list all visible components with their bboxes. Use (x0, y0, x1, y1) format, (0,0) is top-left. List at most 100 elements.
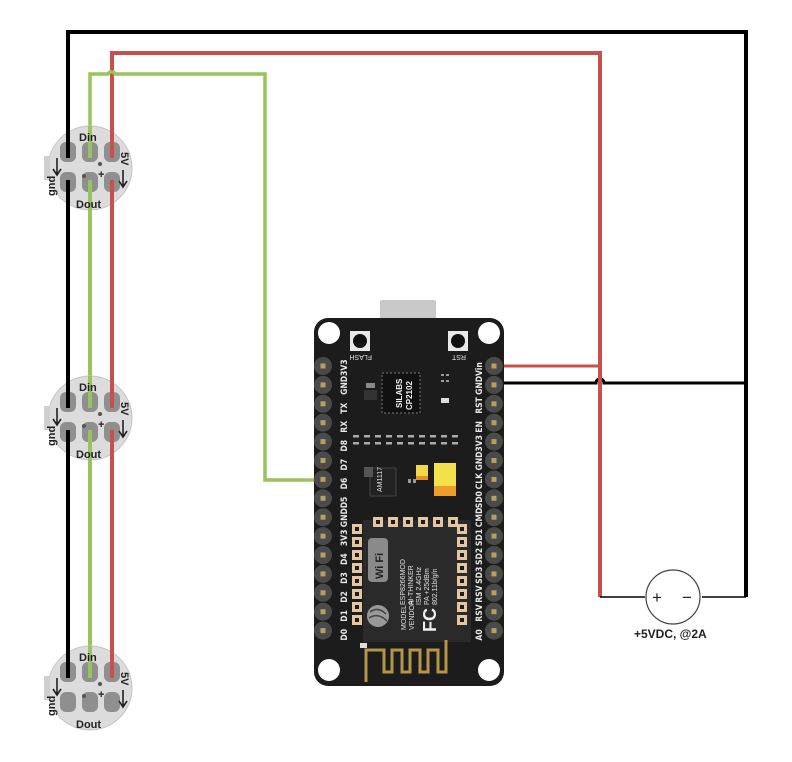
voltage-regulator (369, 467, 397, 497)
header-pin-left-d6[interactable]: D6 (314, 470, 350, 489)
pin-label: D7 (340, 459, 350, 471)
smd-pad (419, 442, 425, 445)
espressif-logo-swirl (368, 608, 388, 622)
gnd-label: gnd (46, 426, 58, 446)
module-pad (448, 517, 458, 527)
mounting-hole (318, 322, 340, 344)
header-pin-right-gnd[interactable]: GND (475, 451, 503, 471)
pin-label: D8 (340, 440, 350, 452)
header-pin-left-d5[interactable]: D5 (314, 489, 350, 508)
mounting-hole (478, 659, 500, 681)
pin-pad (320, 476, 326, 482)
header-pin-right-vin[interactable]: Vin (475, 357, 503, 376)
pin-pad (491, 495, 497, 501)
capacitor-small-band (416, 476, 428, 480)
pin-pad (491, 590, 497, 596)
smd-pad (397, 435, 403, 438)
capacitor-small (416, 465, 428, 479)
header-pin-left-gnd[interactable]: GND (314, 376, 350, 395)
header-pin-left-d3[interactable]: D3 (314, 564, 350, 584)
smd-pad (452, 435, 458, 438)
smd-pad (353, 435, 359, 438)
dout-label: Dout (76, 719, 101, 731)
plus-label: + (98, 419, 104, 431)
module-pad (457, 589, 467, 599)
power-supply: + − +5VDC, @2A (634, 569, 707, 641)
header-pin-right-3v3[interactable]: 3V3 (475, 432, 503, 452)
module-pad (433, 517, 443, 527)
pin-label: A0 (475, 629, 485, 640)
pin-pad (320, 628, 326, 634)
wifi-logo-bg (368, 538, 388, 582)
pin-pad (491, 439, 497, 445)
pin-label: RX (340, 421, 350, 433)
header-pin-right-rsv[interactable]: RSV (475, 583, 503, 603)
module-pad (352, 589, 362, 599)
header-pin-right-clk[interactable]: CLK (475, 470, 503, 489)
header-pin-right-sd0[interactable]: SD0 (475, 489, 503, 508)
chip-label-line1: SILABS (395, 378, 404, 408)
header-pin-left-gnd[interactable]: GND (314, 508, 350, 527)
pin-label: SD1 (475, 529, 485, 546)
pin-pad (491, 420, 497, 426)
smd-pad (430, 435, 436, 438)
header-pin-left-rx[interactable]: RX (314, 413, 350, 433)
smd-led (360, 643, 367, 648)
pin-label: D5 (340, 497, 350, 509)
led-pcb-tab (44, 406, 50, 430)
module-spec-line: PA +25dBm (424, 568, 431, 605)
header-pin-right-sd1[interactable]: SD1 (475, 527, 503, 546)
pin-pad (320, 552, 326, 558)
module-pad (457, 550, 467, 560)
header-pin-right-rsv[interactable]: RSV (475, 602, 503, 622)
header-pin-left-3v3[interactable]: 3V3 (314, 357, 350, 376)
pin-label: GND (340, 508, 350, 527)
pcb-antenna (364, 640, 448, 682)
led-pcb-tab (44, 156, 50, 180)
pin-label: D2 (340, 591, 350, 603)
header-pin-right-sd3[interactable]: SD3 (475, 564, 503, 584)
flash-button-cap (353, 334, 367, 348)
header-pin-left-d2[interactable]: D2 (314, 583, 350, 603)
pin-label: SD0 (475, 491, 485, 508)
header-pin-left-d8[interactable]: D8 (314, 432, 350, 452)
smd-pad (364, 442, 370, 445)
pin-label: CLK (475, 472, 485, 489)
power-wire-top-loop (110, 51, 602, 597)
arrow-down-icon (52, 408, 62, 427)
ground-wire-board-gnd (494, 377, 746, 385)
header-pin-right-a0[interactable]: A0 (475, 621, 503, 641)
header-pin-left-tx[interactable]: TX (314, 394, 350, 414)
header-pin-right-rst[interactable]: RST (475, 394, 503, 414)
pin-label: TX (340, 403, 350, 414)
pin-pad (320, 495, 326, 501)
data-wire-d6-to-din (88, 70, 322, 482)
pin-pad (320, 401, 326, 407)
header-pin-left-d4[interactable]: D4 (314, 546, 350, 565)
header-pin-right-gnd[interactable]: GND (475, 376, 503, 395)
smd-pad (386, 435, 392, 438)
smd-led (441, 398, 449, 403)
chip-label-line2: CP2102 (405, 381, 414, 410)
header-pin-right-sd2[interactable]: SD2 (475, 546, 503, 565)
module-pad (457, 615, 467, 625)
header-pin-right-en[interactable]: EN (475, 413, 503, 433)
header-pin-left-d7[interactable]: D7 (314, 451, 350, 471)
module-pad (457, 537, 467, 547)
vcc-label: 5V (118, 402, 130, 416)
smd-resistor (408, 479, 411, 483)
header-pin-right-cmd[interactable]: CMD (475, 508, 503, 528)
header-pin-left-d0[interactable]: D0 (314, 621, 350, 641)
mounting-hole (478, 322, 500, 344)
pin-label: RST (475, 396, 485, 413)
smd-pad (364, 435, 370, 438)
via (98, 682, 102, 686)
usb-uart-chip (381, 372, 421, 414)
module-pad (352, 615, 362, 625)
header-pin-left-3v3[interactable]: 3V3 (314, 527, 350, 546)
header-pin-left-d1[interactable]: D1 (314, 602, 350, 622)
pin-label: GND (340, 376, 350, 395)
